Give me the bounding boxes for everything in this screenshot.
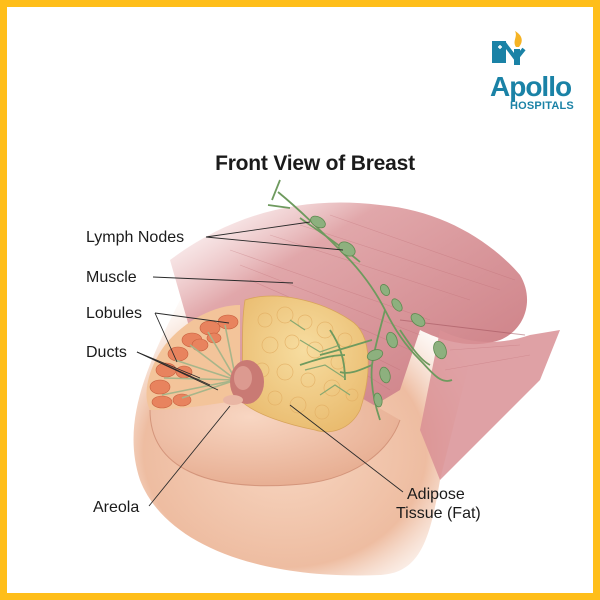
lymph-nodes	[310, 215, 447, 408]
label-areola: Areola	[93, 499, 140, 516]
label-adipose-line2: Tissue (Fat)	[396, 505, 481, 522]
leader-lines	[136, 221, 404, 507]
diagram-title: Front View of Breast	[7, 152, 593, 176]
breast-anatomy-illustration	[133, 179, 560, 576]
label-muscle: Muscle	[86, 269, 137, 286]
nipple-areola	[223, 360, 264, 405]
lymph-vessels-in-fat	[289, 319, 351, 396]
lymph-system	[267, 179, 453, 421]
apollo-logo: Apollo HOSPITALS	[490, 31, 590, 114]
label-lymph-nodes: Lymph Nodes	[86, 229, 185, 246]
diagram-title-text: Front View of Breast	[215, 152, 415, 175]
brand-name: Apollo	[490, 71, 572, 102]
label-ducts: Ducts	[86, 344, 127, 361]
label-adipose-line1: Adipose	[407, 486, 465, 503]
apollo-emblem-icon	[492, 31, 526, 65]
brand-subtitle: HOSPITALS	[510, 100, 574, 112]
label-lobules: Lobules	[86, 305, 143, 322]
